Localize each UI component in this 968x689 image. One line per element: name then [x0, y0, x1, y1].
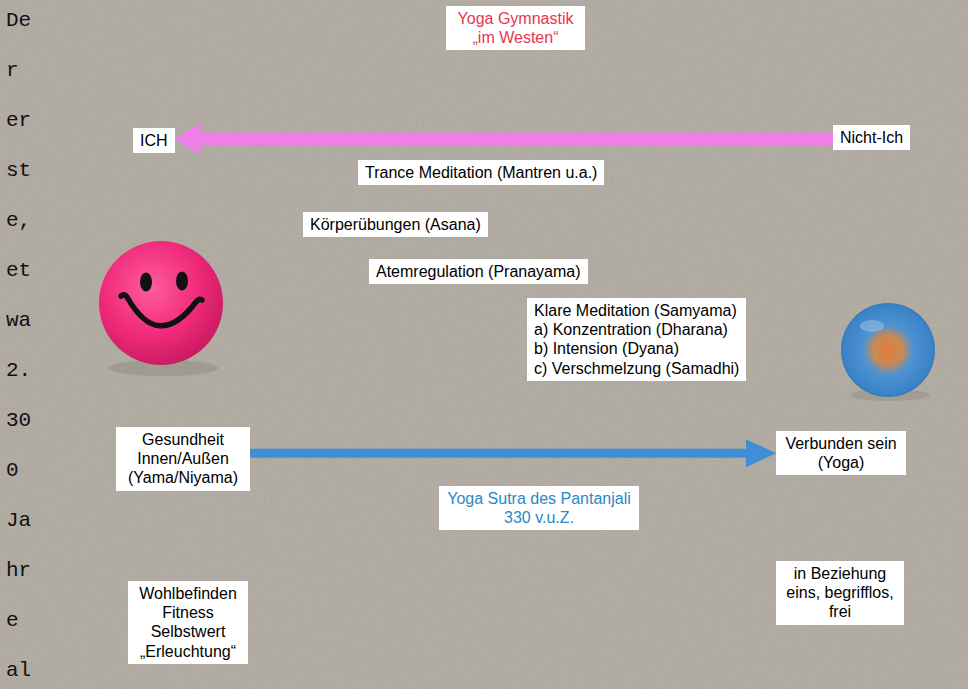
- arrow-connector: [175, 123, 833, 155]
- arrow-shaft: [250, 449, 749, 458]
- node-text: Atemregulation (Pranayama): [376, 262, 581, 281]
- arrow-label: Yoga Sutra des Pantanjali 330 v.u.Z.: [439, 486, 639, 530]
- blue-ball: [841, 303, 935, 401]
- practice-box: Trance Meditation (Mantren u.a.): [358, 160, 604, 185]
- node-text: Wohlbefinden Fitness Selbstwert „Erleuch…: [135, 584, 241, 661]
- node-text: in Beziehung eins, begrifflos, frei: [783, 564, 897, 622]
- node-text: c) Verschmelzung (Samadhi): [534, 359, 739, 378]
- arrow-connector: [250, 439, 776, 467]
- effect-box: Wohlbefinden Fitness Selbstwert „Erleuch…: [128, 581, 248, 664]
- meditation-box: Klare Meditation (Samyama)a) Konzentrati…: [527, 298, 746, 381]
- node-text: Trance Meditation (Mantren u.a.): [365, 163, 597, 182]
- effect-box: in Beziehung eins, begrifflos, frei: [776, 561, 904, 625]
- practice-box: Atemregulation (Pranayama): [369, 259, 588, 284]
- side-text: Der erste, etwa 2.300 Jahre al: [6, 0, 31, 689]
- arrow-head: [175, 123, 201, 155]
- node-text: Klare Meditation (Samyama): [534, 301, 739, 320]
- node-text: Gesundheit Innen/Außen (Yama/Niyama): [123, 430, 243, 488]
- node-text: b) Intension (Dyana): [534, 339, 739, 358]
- practice-box: Körperübungen (Asana): [303, 212, 488, 237]
- node-text: Verbunden sein (Yoga): [783, 434, 899, 472]
- node-text: ICH: [140, 131, 168, 150]
- arrow-label: Yoga Gymnastik „im Westen“: [446, 6, 585, 50]
- goal-box: Verbunden sein (Yoga): [776, 431, 906, 475]
- arrow-head: [746, 439, 776, 467]
- smiley-ball: [99, 241, 223, 376]
- self-box: ICH: [133, 128, 175, 153]
- node-text: Körperübungen (Asana): [310, 215, 481, 234]
- not-self-box: Nicht-Ich: [833, 125, 910, 150]
- arrow-shaft: [198, 133, 833, 146]
- node-text: a) Konzentration (Dharana): [534, 320, 739, 339]
- node-text: Nicht-Ich: [840, 128, 903, 147]
- start-box: Gesundheit Innen/Außen (Yama/Niyama): [116, 427, 250, 491]
